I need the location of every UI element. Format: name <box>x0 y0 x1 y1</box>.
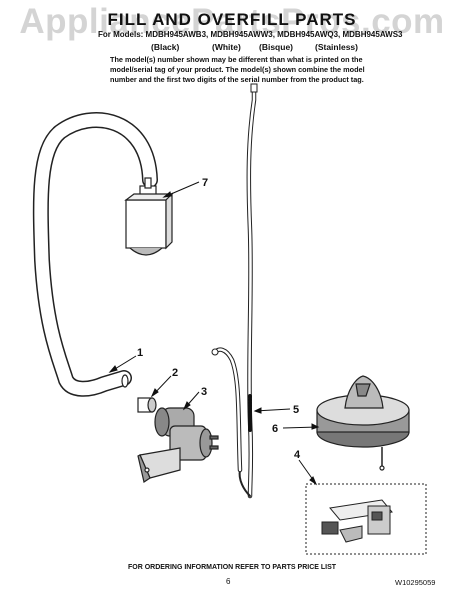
callout-1: 1 <box>137 347 143 359</box>
callout-6: 6 <box>272 423 278 435</box>
color-black: (Black) <box>151 42 180 52</box>
callout-7: 7 <box>202 177 208 189</box>
fill-hose <box>32 112 158 397</box>
page-number: 6 <box>226 577 231 586</box>
part-2-fitting <box>137 397 157 413</box>
watermark-logo: AppliancePartsPros.com <box>19 2 445 41</box>
models-line: For Models: MDBH945AWB3, MDBH945AWW3, MD… <box>98 30 403 39</box>
callout-5: 5 <box>293 404 299 416</box>
part-6-float <box>316 375 410 471</box>
callout-4: 4 <box>294 449 301 461</box>
document-number: W10295059 <box>395 578 436 587</box>
part-7-block <box>124 177 174 256</box>
callout-3: 3 <box>201 386 207 398</box>
color-white: (White) <box>212 42 241 52</box>
ordering-note: FOR ORDERING INFORMATION REFER TO PARTS … <box>127 564 337 571</box>
part-4-switch-assembly <box>305 483 427 555</box>
model-note: The model(s) number shown may be differe… <box>110 55 365 84</box>
callout-2: 2 <box>172 367 178 379</box>
part-5-tube <box>211 83 258 499</box>
page-title: FILL AND OVERFILL PARTS <box>107 10 357 29</box>
part-3-water-valve <box>137 407 219 483</box>
color-bisque: (Bisque) <box>259 42 293 52</box>
leader-lines <box>108 181 320 486</box>
color-stainless: (Stainless) <box>315 42 358 52</box>
